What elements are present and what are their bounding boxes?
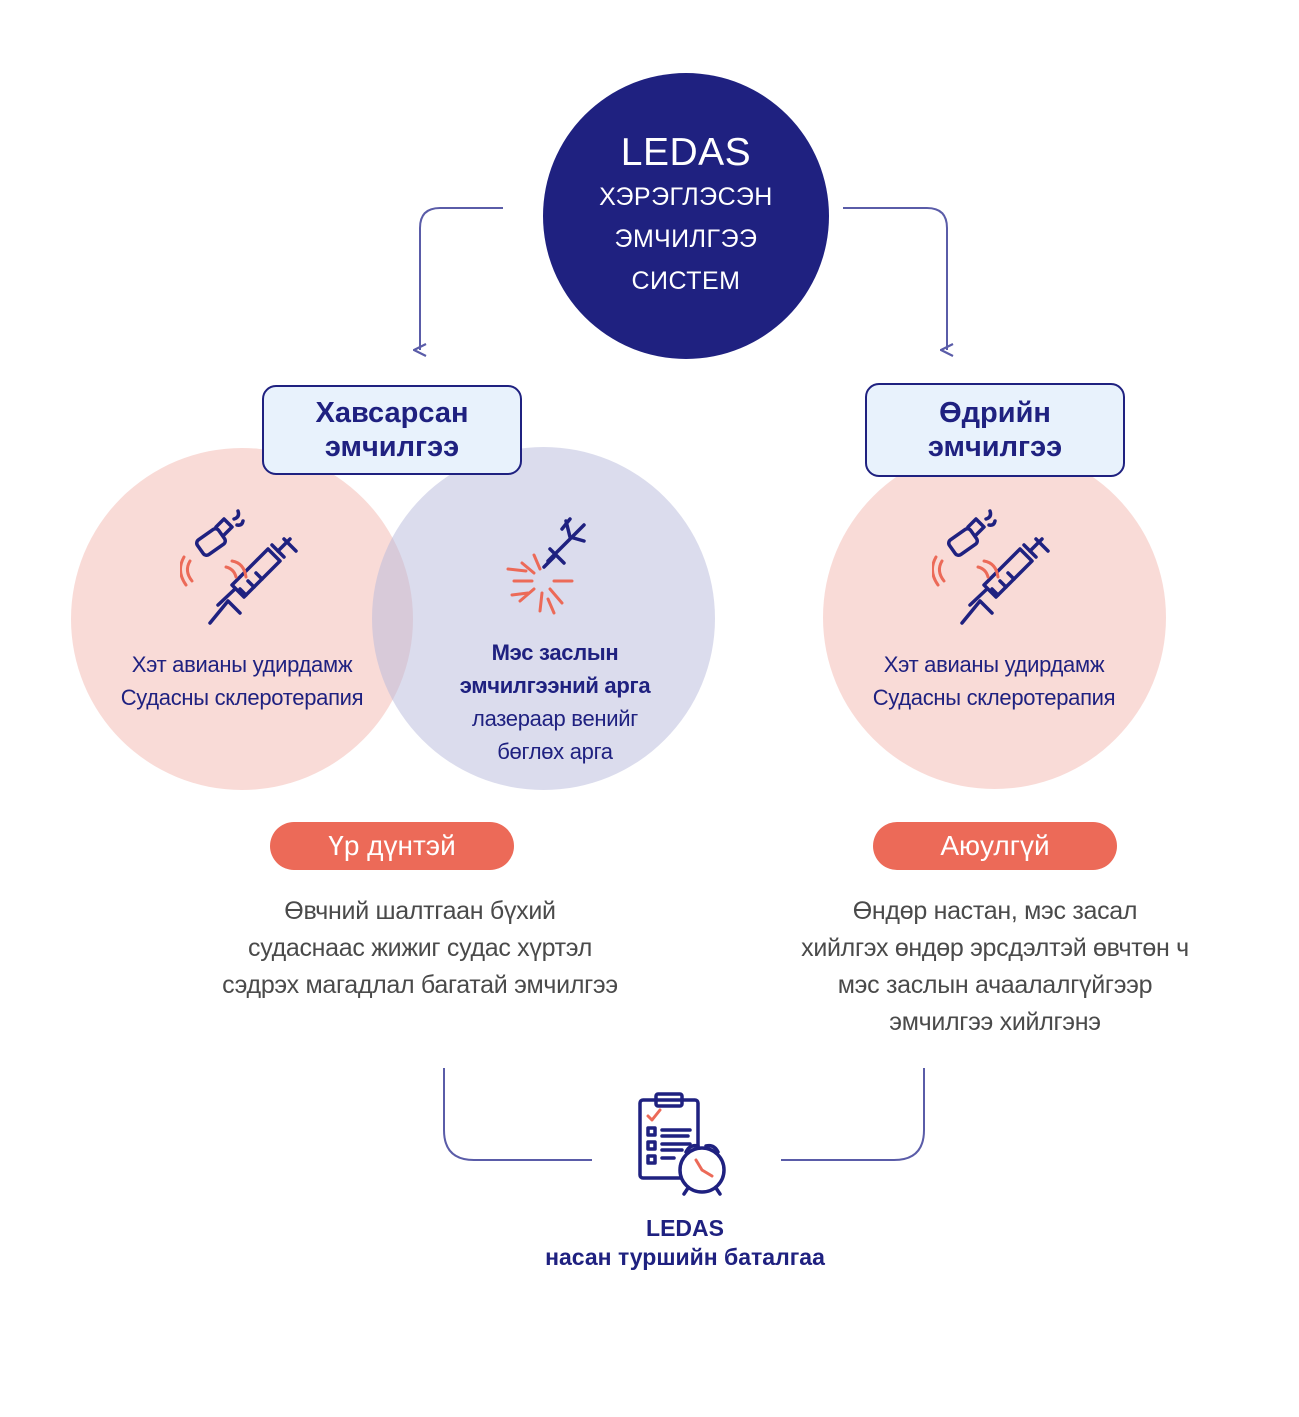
laser-line-2: эмчилгээний арга <box>459 673 651 698</box>
combined-sclerotherapy-text: Хэт авианы удирдамж Судасны склеротерапи… <box>96 648 388 714</box>
lifetime-guarantee-label: LEDAS насан туршийн баталгаа <box>470 1214 900 1272</box>
sclerotherapy-line-1: Хэт авианы удирдамж <box>131 652 353 677</box>
combined-laser-circle <box>372 447 715 790</box>
day-box-line-1: Өдрийн <box>939 397 1051 429</box>
hub-line-1: ХЭРЭГЛЭСЭН <box>599 183 773 211</box>
sclerotherapy-line-2: Судасны склеротерапия <box>120 685 364 710</box>
safe-desc-line-2: хийлгэх өндөр эрсдэлтэй өвчтөн ч <box>801 934 1189 962</box>
day-treatment-box: Өдрийн эмчилгээ <box>865 383 1125 477</box>
day-sclerotherapy-line-2: Судасны склеротерапия <box>872 685 1116 710</box>
hub-line-2: ЭМЧИЛГЭЭ <box>614 225 758 253</box>
combined-treatment-box: Хавсарсан эмчилгээ <box>262 385 522 475</box>
combined-box-line-1: Хавсарсан <box>315 397 469 429</box>
bottom-connector-right <box>781 1068 925 1161</box>
checklist-clock-icon <box>630 1090 740 1200</box>
safe-desc-line-3: мэс заслын ачаалалгүйгээр <box>837 971 1153 999</box>
day-box-line-2: эмчилгээ <box>927 431 1063 463</box>
laser-line-1: Мэс заслын <box>491 640 619 665</box>
bottom-connector-left <box>443 1068 592 1161</box>
safe-badge: Аюулгүй <box>873 822 1117 870</box>
laser-line-3: лазераар венийг <box>472 706 638 731</box>
effective-badge: Үр дүнтэй <box>270 822 514 870</box>
safe-desc-line-4: эмчилгээ хийлгэнэ <box>889 1008 1101 1036</box>
guarantee-line-1: LEDAS <box>646 1215 724 1241</box>
effective-desc-line-3: сэдрэх магадлал багатай эмчилгээ <box>222 971 618 999</box>
combined-box-line-2: эмчилгээ <box>324 431 460 463</box>
arrow-to-left <box>420 207 503 350</box>
effective-desc-line-1: Өвчний шалтгаан бүхий <box>284 897 556 925</box>
ledas-hub-circle: LEDAS ХЭРЭГЛЭСЭН ЭМЧИЛГЭЭ СИСТЕМ <box>543 73 829 359</box>
guarantee-line-2: насан туршийн баталгаа <box>545 1244 825 1270</box>
ultrasound-syringe-icon <box>931 505 1057 630</box>
safe-description: Өндөр настан, мэс засал хийлгэх өндөр эр… <box>760 893 1230 1041</box>
effective-desc-line-2: судаснаас жижиг судас хүртэл <box>248 934 592 962</box>
safe-desc-line-1: Өндөр настан, мэс засал <box>852 897 1138 925</box>
combined-laser-text: Мэс заслын эмчилгээний арга лазераар вен… <box>400 636 710 768</box>
arrow-to-right <box>843 207 947 350</box>
laser-line-4: бөглөх арга <box>497 739 613 764</box>
day-treatment-text: Хэт авианы удирдамж Судасны склеротерапи… <box>846 648 1142 714</box>
combined-sclerotherapy-circle <box>71 448 413 790</box>
day-treatment-circle <box>823 446 1166 789</box>
laser-icon <box>488 515 598 625</box>
hub-title: LEDAS <box>620 131 752 174</box>
hub-line-3: СИСТЕМ <box>631 267 741 295</box>
ultrasound-syringe-icon <box>179 505 305 630</box>
effective-description: Өвчний шалтгаан бүхий судаснаас жижиг су… <box>170 893 670 1004</box>
day-sclerotherapy-line-1: Хэт авианы удирдамж <box>883 652 1105 677</box>
